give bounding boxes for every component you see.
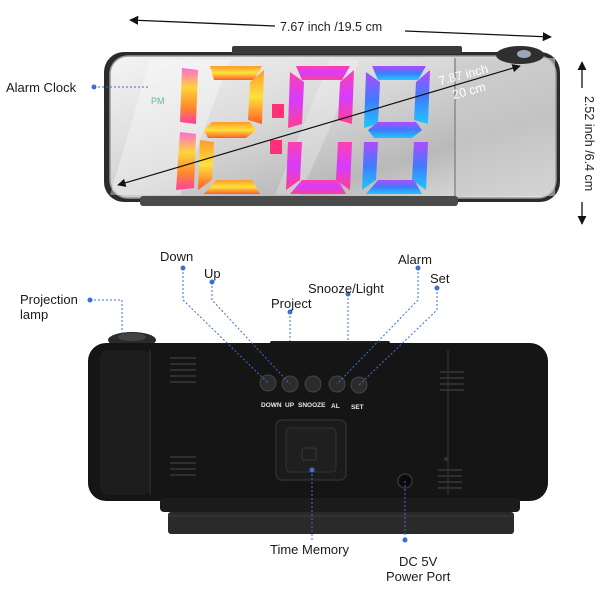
- snooze-light-label: Snooze/Light: [308, 281, 384, 296]
- down-button: [259, 374, 277, 392]
- vents-left-top: [170, 357, 196, 383]
- set-label: Set: [430, 271, 450, 286]
- button-caption-al: AL: [331, 403, 340, 410]
- down-label: Down: [160, 249, 194, 264]
- leader-lines: [90, 86, 438, 540]
- button-caption-set: SET: [351, 404, 364, 411]
- time-memory-label: Time Memory: [270, 542, 349, 557]
- power-port-label: DC 5V Power Port: [386, 554, 451, 584]
- back-clock: [88, 332, 548, 534]
- button-caption-down: DOWN: [261, 402, 282, 409]
- height-dimension-label: 2.52 inch /6.4 cm: [582, 96, 596, 192]
- button-caption-snooze: SNOOZE: [298, 402, 326, 409]
- up-label: Up: [204, 266, 221, 281]
- alarm-clock-label: Alarm Clock: [6, 80, 77, 95]
- project-label: Project: [271, 296, 312, 311]
- width-dimension-arrow: [129, 15, 552, 42]
- vents-right-bottom: [438, 469, 462, 489]
- snooze-button: [304, 375, 322, 393]
- button-caption-up: UP: [285, 402, 295, 409]
- diagonal-dimension-arrow: [117, 64, 521, 187]
- set-button: [350, 376, 368, 394]
- projection-lamp-label: Projection lamp: [20, 292, 78, 322]
- pm-indicator: PM: [151, 96, 165, 106]
- leader-dots: [87, 84, 440, 543]
- vents-right-top: [440, 371, 464, 391]
- width-dimension-label: 7.67 inch /19.5 cm: [280, 20, 383, 34]
- alarm-label: Alarm: [398, 252, 432, 267]
- vents-left-bottom: [170, 456, 196, 476]
